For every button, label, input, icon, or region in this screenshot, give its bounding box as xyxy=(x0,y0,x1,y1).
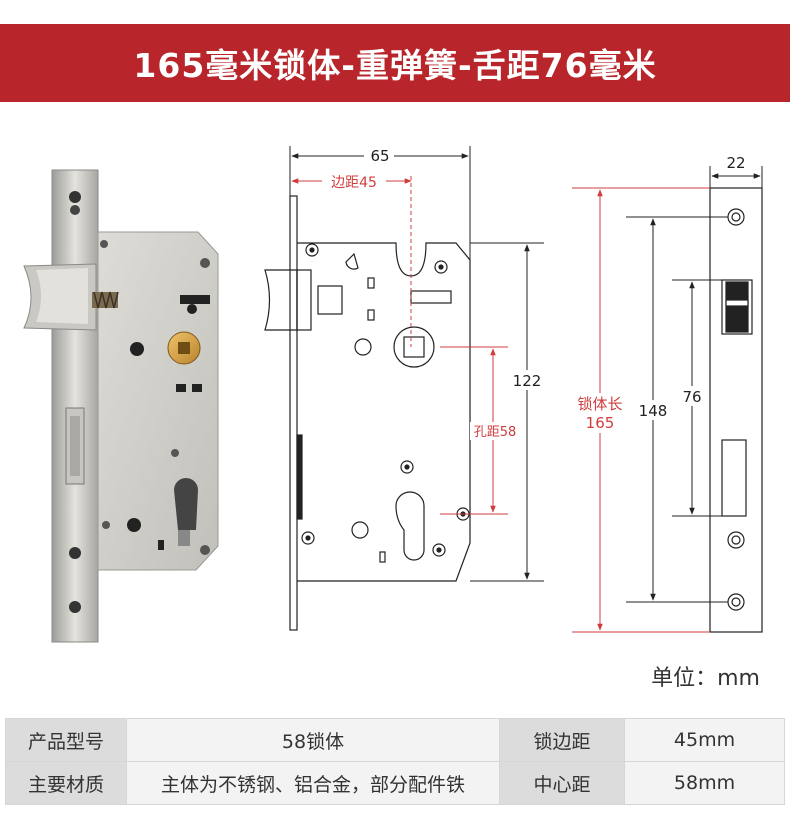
spec-value: 45mm xyxy=(624,718,785,762)
side-view xyxy=(709,187,763,633)
plate-screw-hole xyxy=(69,191,81,203)
dim-backset: 边距45 xyxy=(331,175,377,191)
follower-hub xyxy=(393,326,435,368)
spec-table: 产品型号 58锁体 锁边距 45mm 主要材质 主体为不锈钢、铝合金，部分配件铁… xyxy=(5,718,785,805)
page-title: 165毫米锁体-重弹簧-舌距76毫米 xyxy=(133,46,657,85)
side-face-plate xyxy=(709,187,763,633)
front-dimensions xyxy=(289,146,544,582)
lock-photo xyxy=(23,169,219,643)
dim-face-width: 22 xyxy=(726,154,745,172)
dim-bolt-spacing: 76 xyxy=(682,388,701,406)
case-outline xyxy=(297,242,471,582)
deadbolt-slot-front xyxy=(296,434,303,520)
side-latch xyxy=(721,279,753,335)
dim-height: 122 xyxy=(513,372,542,390)
spec-value: 58锁体 xyxy=(126,718,500,762)
dim-width: 65 xyxy=(370,147,389,165)
spec-value: 58mm xyxy=(624,761,785,805)
unit-label: 单位：mm xyxy=(651,666,760,691)
lock-case xyxy=(97,231,219,571)
table-row: 产品型号 58锁体 锁边距 45mm xyxy=(5,718,785,762)
side-deadbolt xyxy=(721,439,747,517)
dim-screw-spacing: 148 xyxy=(639,402,668,420)
plate-screw-hole xyxy=(69,547,81,559)
cylinder-hole xyxy=(174,478,198,530)
lock-diagram: 65 边距45 122 孔距58 22 锁体长 165 148 76 xyxy=(23,146,763,643)
face-plate-outline xyxy=(289,195,298,631)
face-plate xyxy=(51,169,99,643)
front-drawing xyxy=(264,195,471,631)
spec-label: 主要材质 xyxy=(5,761,127,805)
latch-outline xyxy=(264,269,298,331)
spec-label: 产品型号 xyxy=(5,718,127,762)
dim-hole-spacing: 孔距58 xyxy=(474,425,517,440)
title-banner: 165毫米锁体-重弹簧-舌距76毫米 xyxy=(0,24,790,102)
dim-lock-length-label: 锁体长 xyxy=(577,395,622,413)
spec-value: 主体为不锈钢、铝合金，部分配件铁 xyxy=(126,761,500,805)
spec-label: 中心距 xyxy=(499,761,625,805)
dim-lock-length-value: 165 xyxy=(586,414,615,432)
cylinder-cutout xyxy=(395,491,425,561)
table-row: 主要材质 主体为不锈钢、铝合金，部分配件铁 中心距 58mm xyxy=(5,761,785,805)
spec-label: 锁边距 xyxy=(499,718,625,762)
